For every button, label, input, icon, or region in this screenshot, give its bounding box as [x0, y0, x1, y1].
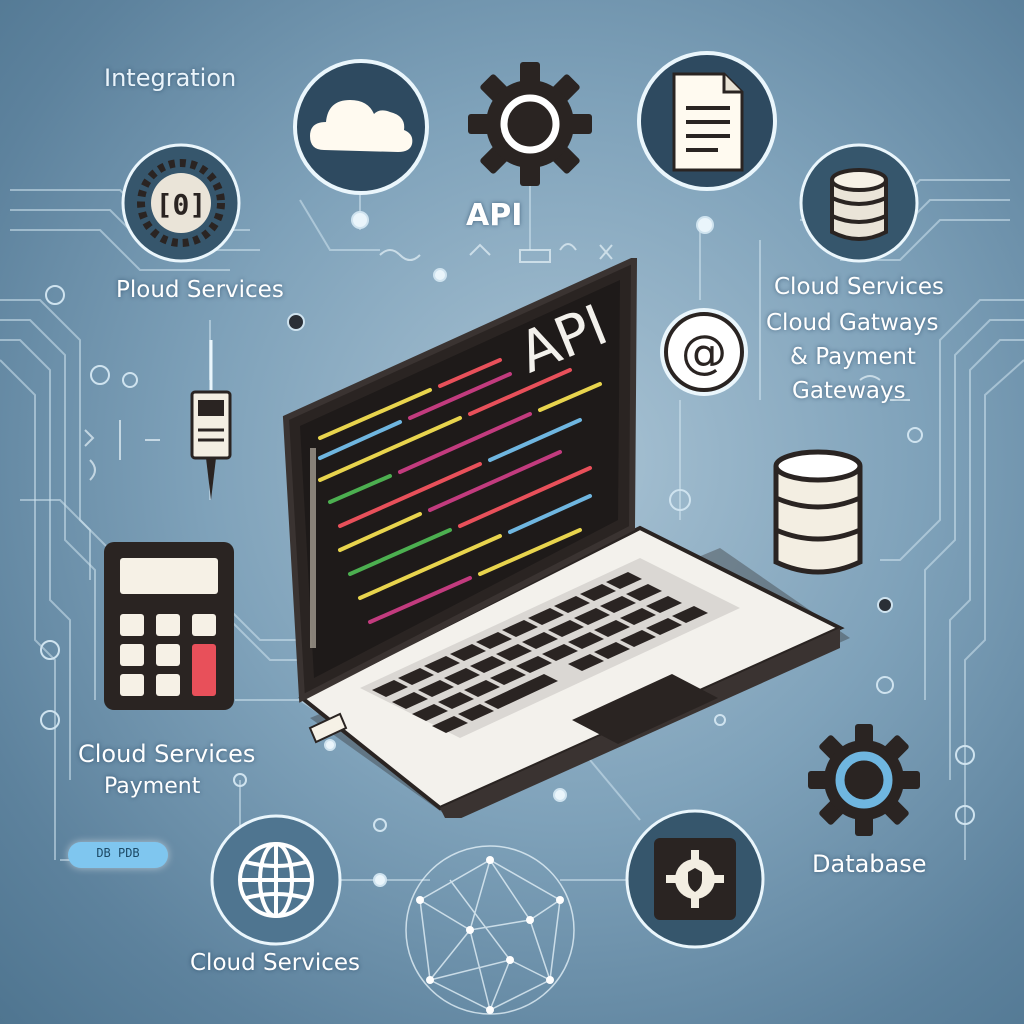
network-sphere-icon — [405, 845, 575, 1015]
right-label-line-2: Cloud Gatways — [766, 310, 939, 336]
right-label-line-1: Cloud Services — [774, 274, 944, 300]
left-label-line-2: Payment — [104, 774, 201, 799]
database-stack-icon — [773, 449, 863, 575]
gear-icon — [468, 62, 592, 186]
right-label-line-4: Gateways — [792, 378, 906, 404]
globe-icon — [210, 814, 342, 946]
plug-icon — [190, 340, 232, 500]
server-badge-icon: [0] — [121, 143, 241, 263]
right-label-line-3: & Payment — [790, 344, 916, 370]
settings-badge-icon — [625, 809, 765, 949]
blue-gear-icon — [808, 724, 920, 836]
svg-text:@: @ — [681, 325, 727, 379]
document-icon — [637, 51, 777, 191]
calculator-icon — [104, 542, 234, 710]
server-badge-text: [0] — [156, 188, 207, 221]
integration-label: Integration — [104, 64, 237, 92]
at-sign-icon: @ — [660, 308, 748, 396]
api-top-label: API — [466, 198, 523, 233]
laptop-icon — [282, 258, 850, 818]
ploud-services-label: Ploud Services — [116, 277, 284, 303]
database-label: Database — [812, 850, 927, 878]
cloud-icon — [293, 59, 429, 195]
bottom-label: Cloud Services — [190, 950, 360, 976]
left-label-line-1: Cloud Services — [78, 740, 256, 768]
db-pill[interactable]: DB PDB — [68, 842, 168, 868]
db-pill-label: DB PDB — [96, 846, 140, 860]
database-icon — [799, 143, 919, 263]
